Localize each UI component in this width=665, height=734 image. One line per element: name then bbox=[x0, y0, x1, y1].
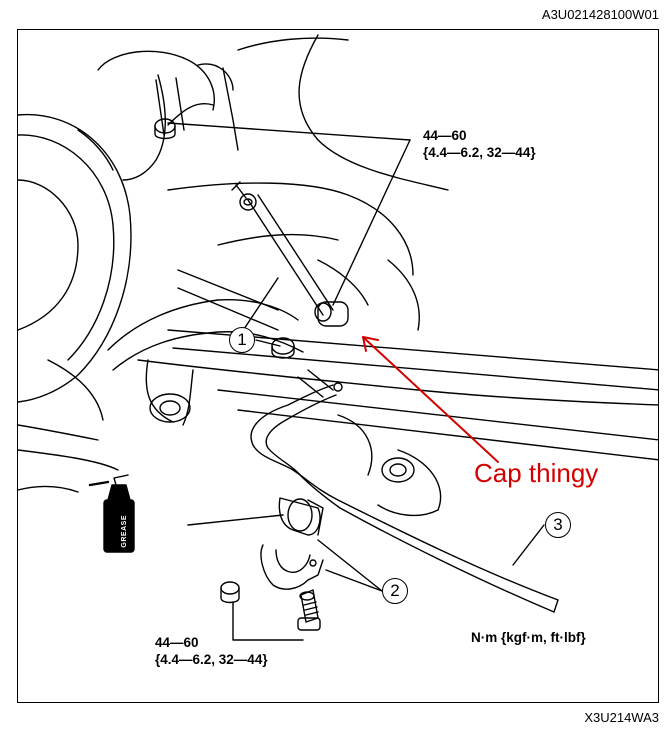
cap-annotation: Cap thingy bbox=[474, 458, 599, 488]
bushing bbox=[278, 497, 321, 536]
stabilizer-link bbox=[247, 194, 334, 316]
strut-tower bbox=[97, 50, 215, 111]
upper-arm bbox=[167, 182, 414, 276]
image-code-bottom: X3U214WA3 bbox=[584, 710, 659, 725]
torque-conversion: {4.4—6.2, 32—44} bbox=[423, 145, 536, 160]
callout-3: 3 bbox=[545, 512, 571, 538]
units-label: N·m {kgf·m, ft·lbf} bbox=[471, 630, 586, 645]
torque-value: 44—60 bbox=[155, 635, 199, 650]
suspension-drawing bbox=[18, 34, 658, 641]
nut-icon bbox=[220, 581, 240, 604]
grease-label: GREASE bbox=[121, 515, 128, 548]
torque-spec-top: 44—60 {4.4—6.2, 32—44} bbox=[423, 127, 536, 161]
bracket bbox=[260, 544, 324, 590]
grease-can-icon bbox=[88, 474, 135, 553]
diagram-frame: 44—60 {4.4—6.2, 32—44} 44—60 {4.4—6.2, 3… bbox=[17, 29, 659, 703]
image-code-top: A3U021428100W01 bbox=[541, 7, 659, 22]
brake-rotor bbox=[18, 113, 132, 403]
callout-2: 2 bbox=[382, 578, 408, 604]
torque-value: 44—60 bbox=[423, 128, 467, 143]
torque-conversion: {4.4—6.2, 32—44} bbox=[155, 652, 268, 667]
callout-1: 1 bbox=[229, 327, 255, 353]
stabilizer-bar bbox=[250, 384, 559, 601]
lower-arm bbox=[107, 298, 299, 351]
bolt-icon bbox=[297, 589, 321, 631]
arrow-icon bbox=[362, 336, 499, 463]
torque-spec-bottom: 44—60 {4.4—6.2, 32—44} bbox=[155, 634, 268, 668]
